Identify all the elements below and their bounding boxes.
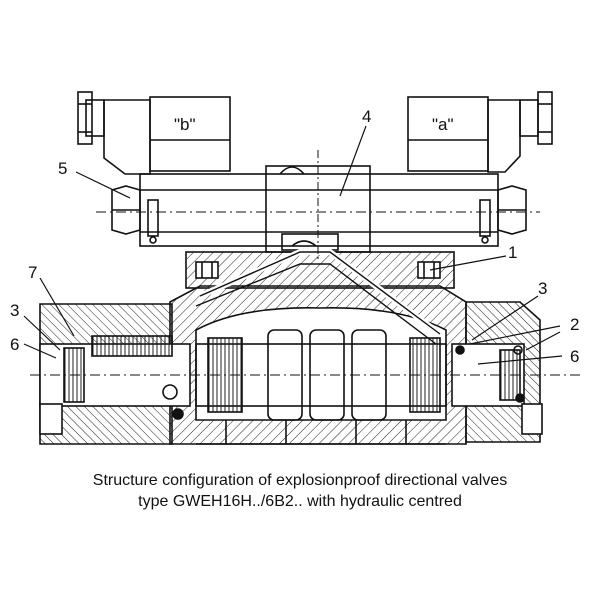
callout-3-left: 3	[10, 301, 19, 320]
pilot-nut-right	[497, 185, 527, 235]
callout-1: 1	[508, 243, 517, 262]
caption-line-1: Structure configuration of explosionproo…	[92, 472, 508, 489]
main-valve-body	[169, 249, 467, 445]
coil-b-housing	[103, 96, 231, 175]
bottom-ports	[196, 420, 446, 445]
pilot-screws	[147, 199, 491, 244]
caption-line-2: type GWEH16H../6B2.. with hydraulic cent…	[138, 493, 462, 510]
connector-b	[77, 91, 105, 145]
centre-lines	[30, 150, 580, 376]
callout-6-left: 6	[10, 335, 19, 354]
left-end-cap	[39, 303, 191, 445]
callout-5: 5	[58, 159, 67, 178]
coil-a-label: "a"	[432, 115, 454, 134]
callout-7: 7	[28, 263, 37, 282]
callout-6-right: 6	[570, 347, 579, 366]
valve-cross-section: "b" "a" 4 5 1 3 2 6 7 3 6	[10, 91, 580, 445]
right-end-cap	[451, 301, 543, 443]
pilot-nut-left	[111, 185, 141, 235]
connector-a	[519, 91, 553, 145]
pilot-valve-body	[139, 165, 499, 253]
callout-3-right: 3	[538, 279, 547, 298]
callout-4: 4	[362, 107, 371, 126]
callout-2: 2	[570, 315, 579, 334]
coil-b-label: "b"	[174, 115, 196, 134]
coil-a-housing	[407, 96, 521, 173]
leader-lines	[23, 125, 563, 365]
